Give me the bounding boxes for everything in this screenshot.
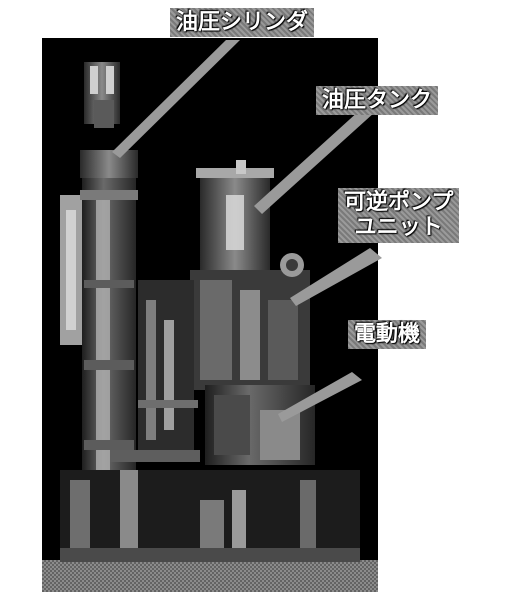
label-reversible-pump-unit: 可逆ポンプ ユニット bbox=[338, 188, 460, 243]
motor-pointer bbox=[278, 372, 362, 422]
label-electric-motor: 電動機 bbox=[348, 320, 427, 350]
cylinder-pointer bbox=[112, 40, 240, 158]
label-hydraulic-tank: 油圧タンク bbox=[316, 86, 439, 116]
label-pump-line-2: ユニット bbox=[354, 215, 443, 241]
label-hydraulic-cylinder-text: 油圧シリンダ bbox=[176, 10, 309, 35]
label-hydraulic-cylinder: 油圧シリンダ bbox=[170, 8, 315, 38]
photo-floor bbox=[42, 560, 378, 592]
label-hydraulic-tank-text: 油圧タンク bbox=[322, 88, 433, 113]
label-pump-line-1: 可逆ポンプ bbox=[344, 190, 454, 215]
tank-pointer bbox=[254, 110, 375, 214]
label-electric-motor-text: 電動機 bbox=[354, 322, 421, 347]
pump-pointer bbox=[290, 248, 382, 306]
